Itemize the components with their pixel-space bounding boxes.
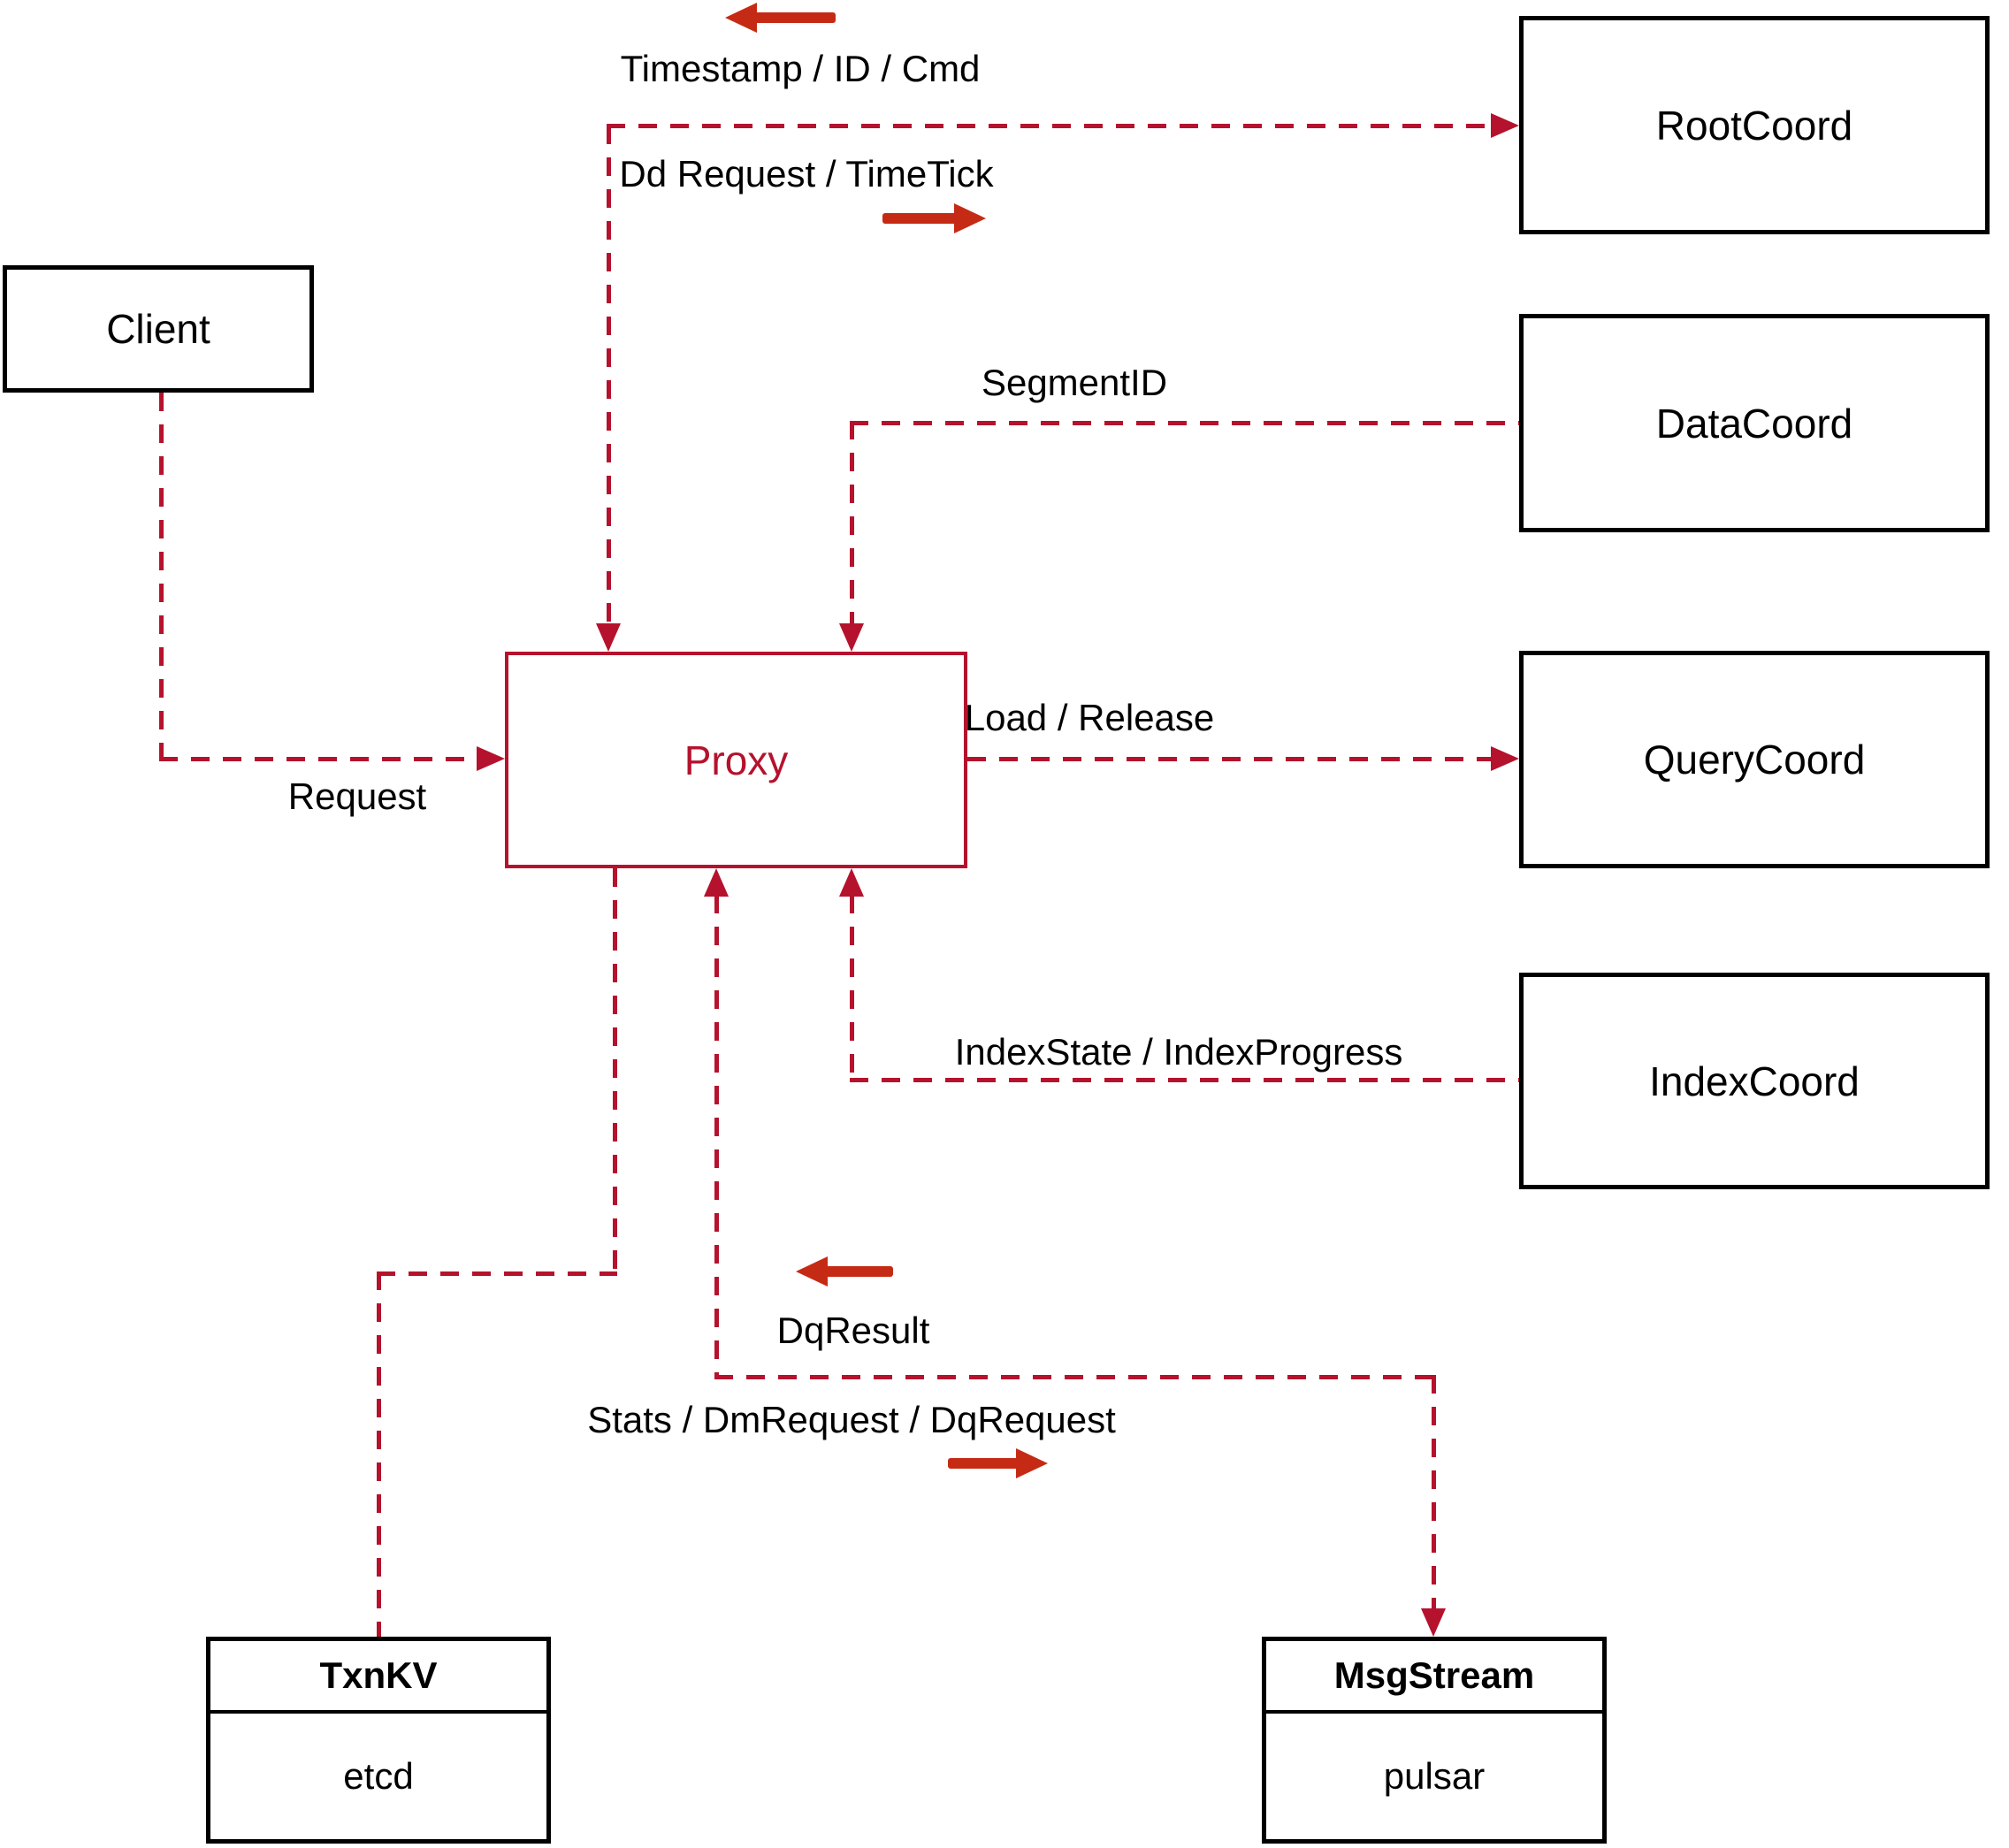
arrowhead-into-proxy-bottom-right-icon bbox=[839, 868, 864, 897]
edge-datacoord-proxy-vertical bbox=[850, 421, 854, 625]
node-rootcoord: RootCoord bbox=[1519, 16, 1990, 234]
node-indexcoord-label: IndexCoord bbox=[1649, 1058, 1860, 1104]
edge-proxy-txnkv-vertical-top bbox=[613, 868, 617, 1273]
arrowhead-into-proxy-top-left-icon bbox=[596, 623, 621, 652]
edge-indexcoord-proxy-horizontal bbox=[850, 1078, 1519, 1082]
node-msgstream-subtitle: pulsar bbox=[1383, 1755, 1486, 1797]
node-msgstream: MsgStream pulsar bbox=[1262, 1637, 1607, 1844]
node-indexcoord: IndexCoord bbox=[1519, 973, 1990, 1189]
edge-label-timestamp-id-cmd: Timestamp / ID / Cmd bbox=[620, 48, 981, 89]
edge-proxy-txnkv-horizontal bbox=[377, 1271, 617, 1276]
edge-label-request: Request bbox=[287, 775, 427, 817]
node-proxy-label: Proxy bbox=[684, 737, 789, 783]
edge-label-segment-id: SegmentID bbox=[981, 362, 1168, 403]
edge-label-dd-request-timetick: Dd Request / TimeTick bbox=[619, 153, 994, 195]
node-client-label: Client bbox=[106, 306, 210, 352]
node-proxy: Proxy bbox=[505, 652, 967, 868]
arrowhead-into-proxy-left-icon bbox=[477, 746, 505, 771]
arrowhead-into-rootcoord-icon bbox=[1491, 113, 1519, 138]
arrowhead-into-proxy-bottom-left-icon bbox=[704, 868, 729, 897]
edge-datacoord-proxy-horizontal bbox=[850, 421, 1519, 425]
edge-proxy-msgstream-vertical-right bbox=[1432, 1375, 1436, 1608]
node-querycoord-label: QueryCoord bbox=[1643, 737, 1866, 783]
node-datacoord: DataCoord bbox=[1519, 314, 1990, 532]
edge-client-proxy-horizontal bbox=[159, 757, 478, 761]
node-querycoord: QueryCoord bbox=[1519, 651, 1990, 868]
node-msgstream-title: MsgStream bbox=[1266, 1641, 1602, 1714]
edge-label-stats-dmrequest-dqrequest: Stats / DmRequest / DqRequest bbox=[587, 1399, 1116, 1440]
edge-proxy-rootcoord-horizontal bbox=[607, 124, 1491, 128]
edge-label-dq-result: DqResult bbox=[776, 1310, 930, 1351]
node-client: Client bbox=[3, 265, 314, 393]
arrowhead-into-querycoord-icon bbox=[1491, 746, 1519, 771]
edge-proxy-msgstream-horizontal bbox=[714, 1375, 1435, 1379]
node-rootcoord-label: RootCoord bbox=[1655, 102, 1853, 149]
arrowhead-into-proxy-top-right-icon bbox=[839, 623, 864, 652]
arrowhead-into-msgstream-icon bbox=[1421, 1608, 1446, 1637]
edge-proxy-querycoord-horizontal bbox=[967, 757, 1491, 761]
edge-proxy-msgstream-vertical-left bbox=[714, 895, 719, 1377]
edge-indexcoord-proxy-vertical bbox=[850, 895, 854, 1080]
node-txnkv-title: TxnKV bbox=[210, 1641, 546, 1714]
edge-client-proxy-vertical bbox=[159, 393, 164, 759]
edge-proxy-rootcoord-vertical bbox=[607, 126, 611, 625]
node-txnkv: TxnKV etcd bbox=[206, 1637, 551, 1844]
node-datacoord-label: DataCoord bbox=[1655, 400, 1853, 447]
edge-proxy-txnkv-vertical-bottom bbox=[377, 1271, 381, 1637]
node-txnkv-subtitle: etcd bbox=[343, 1755, 414, 1797]
edge-label-index-state-progress: IndexState / IndexProgress bbox=[954, 1031, 1403, 1073]
edge-label-load-release: Load / Release bbox=[964, 697, 1215, 738]
